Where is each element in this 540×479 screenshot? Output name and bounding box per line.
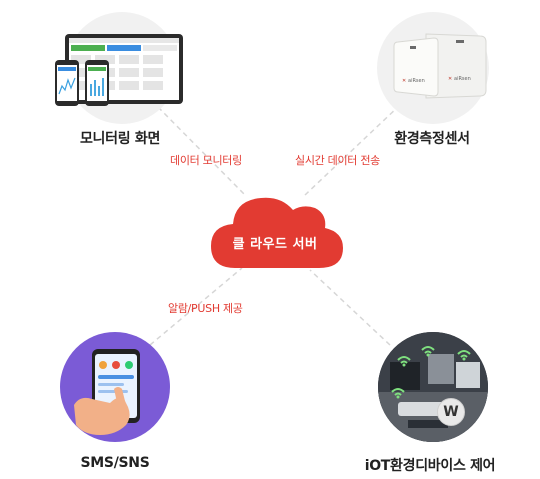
sensor-brand-back: aiRsen bbox=[454, 76, 471, 82]
edge-label-alarm-push: 알람/PUSH 제공 bbox=[168, 302, 243, 315]
svg-text:✕: ✕ bbox=[402, 78, 406, 84]
edge-label-data-monitoring: 데이터 모니터링 bbox=[170, 154, 242, 167]
line-sms bbox=[149, 267, 243, 346]
sensor-devices-image: ✕ aiRsen ✕ aiRsen bbox=[393, 33, 487, 99]
line-monitoring bbox=[157, 106, 246, 196]
monitoring-label: 모니터링 화면 bbox=[79, 131, 161, 147]
cloud-icon bbox=[211, 197, 343, 268]
iot-label: iOT환경디바이스 제어 bbox=[364, 458, 496, 474]
monitoring-devices-image bbox=[55, 34, 183, 106]
sensor-brand-front: aiRsen bbox=[408, 78, 425, 84]
svg-text:✕: ✕ bbox=[448, 76, 452, 82]
sensor-label: 환경측정센서 bbox=[394, 131, 470, 147]
smart-home-image bbox=[378, 332, 488, 442]
edge-label-realtime-transfer: 실시간 데이터 전송 bbox=[295, 154, 380, 167]
line-iot bbox=[309, 269, 391, 346]
line-sensor bbox=[304, 104, 401, 196]
sms-label: SMS/SNS bbox=[80, 455, 150, 471]
cloud-server-label: 클 라우드 서버 bbox=[232, 237, 318, 252]
iot-badge-icon: W bbox=[437, 398, 465, 426]
smartphone-hand-image bbox=[74, 349, 140, 435]
